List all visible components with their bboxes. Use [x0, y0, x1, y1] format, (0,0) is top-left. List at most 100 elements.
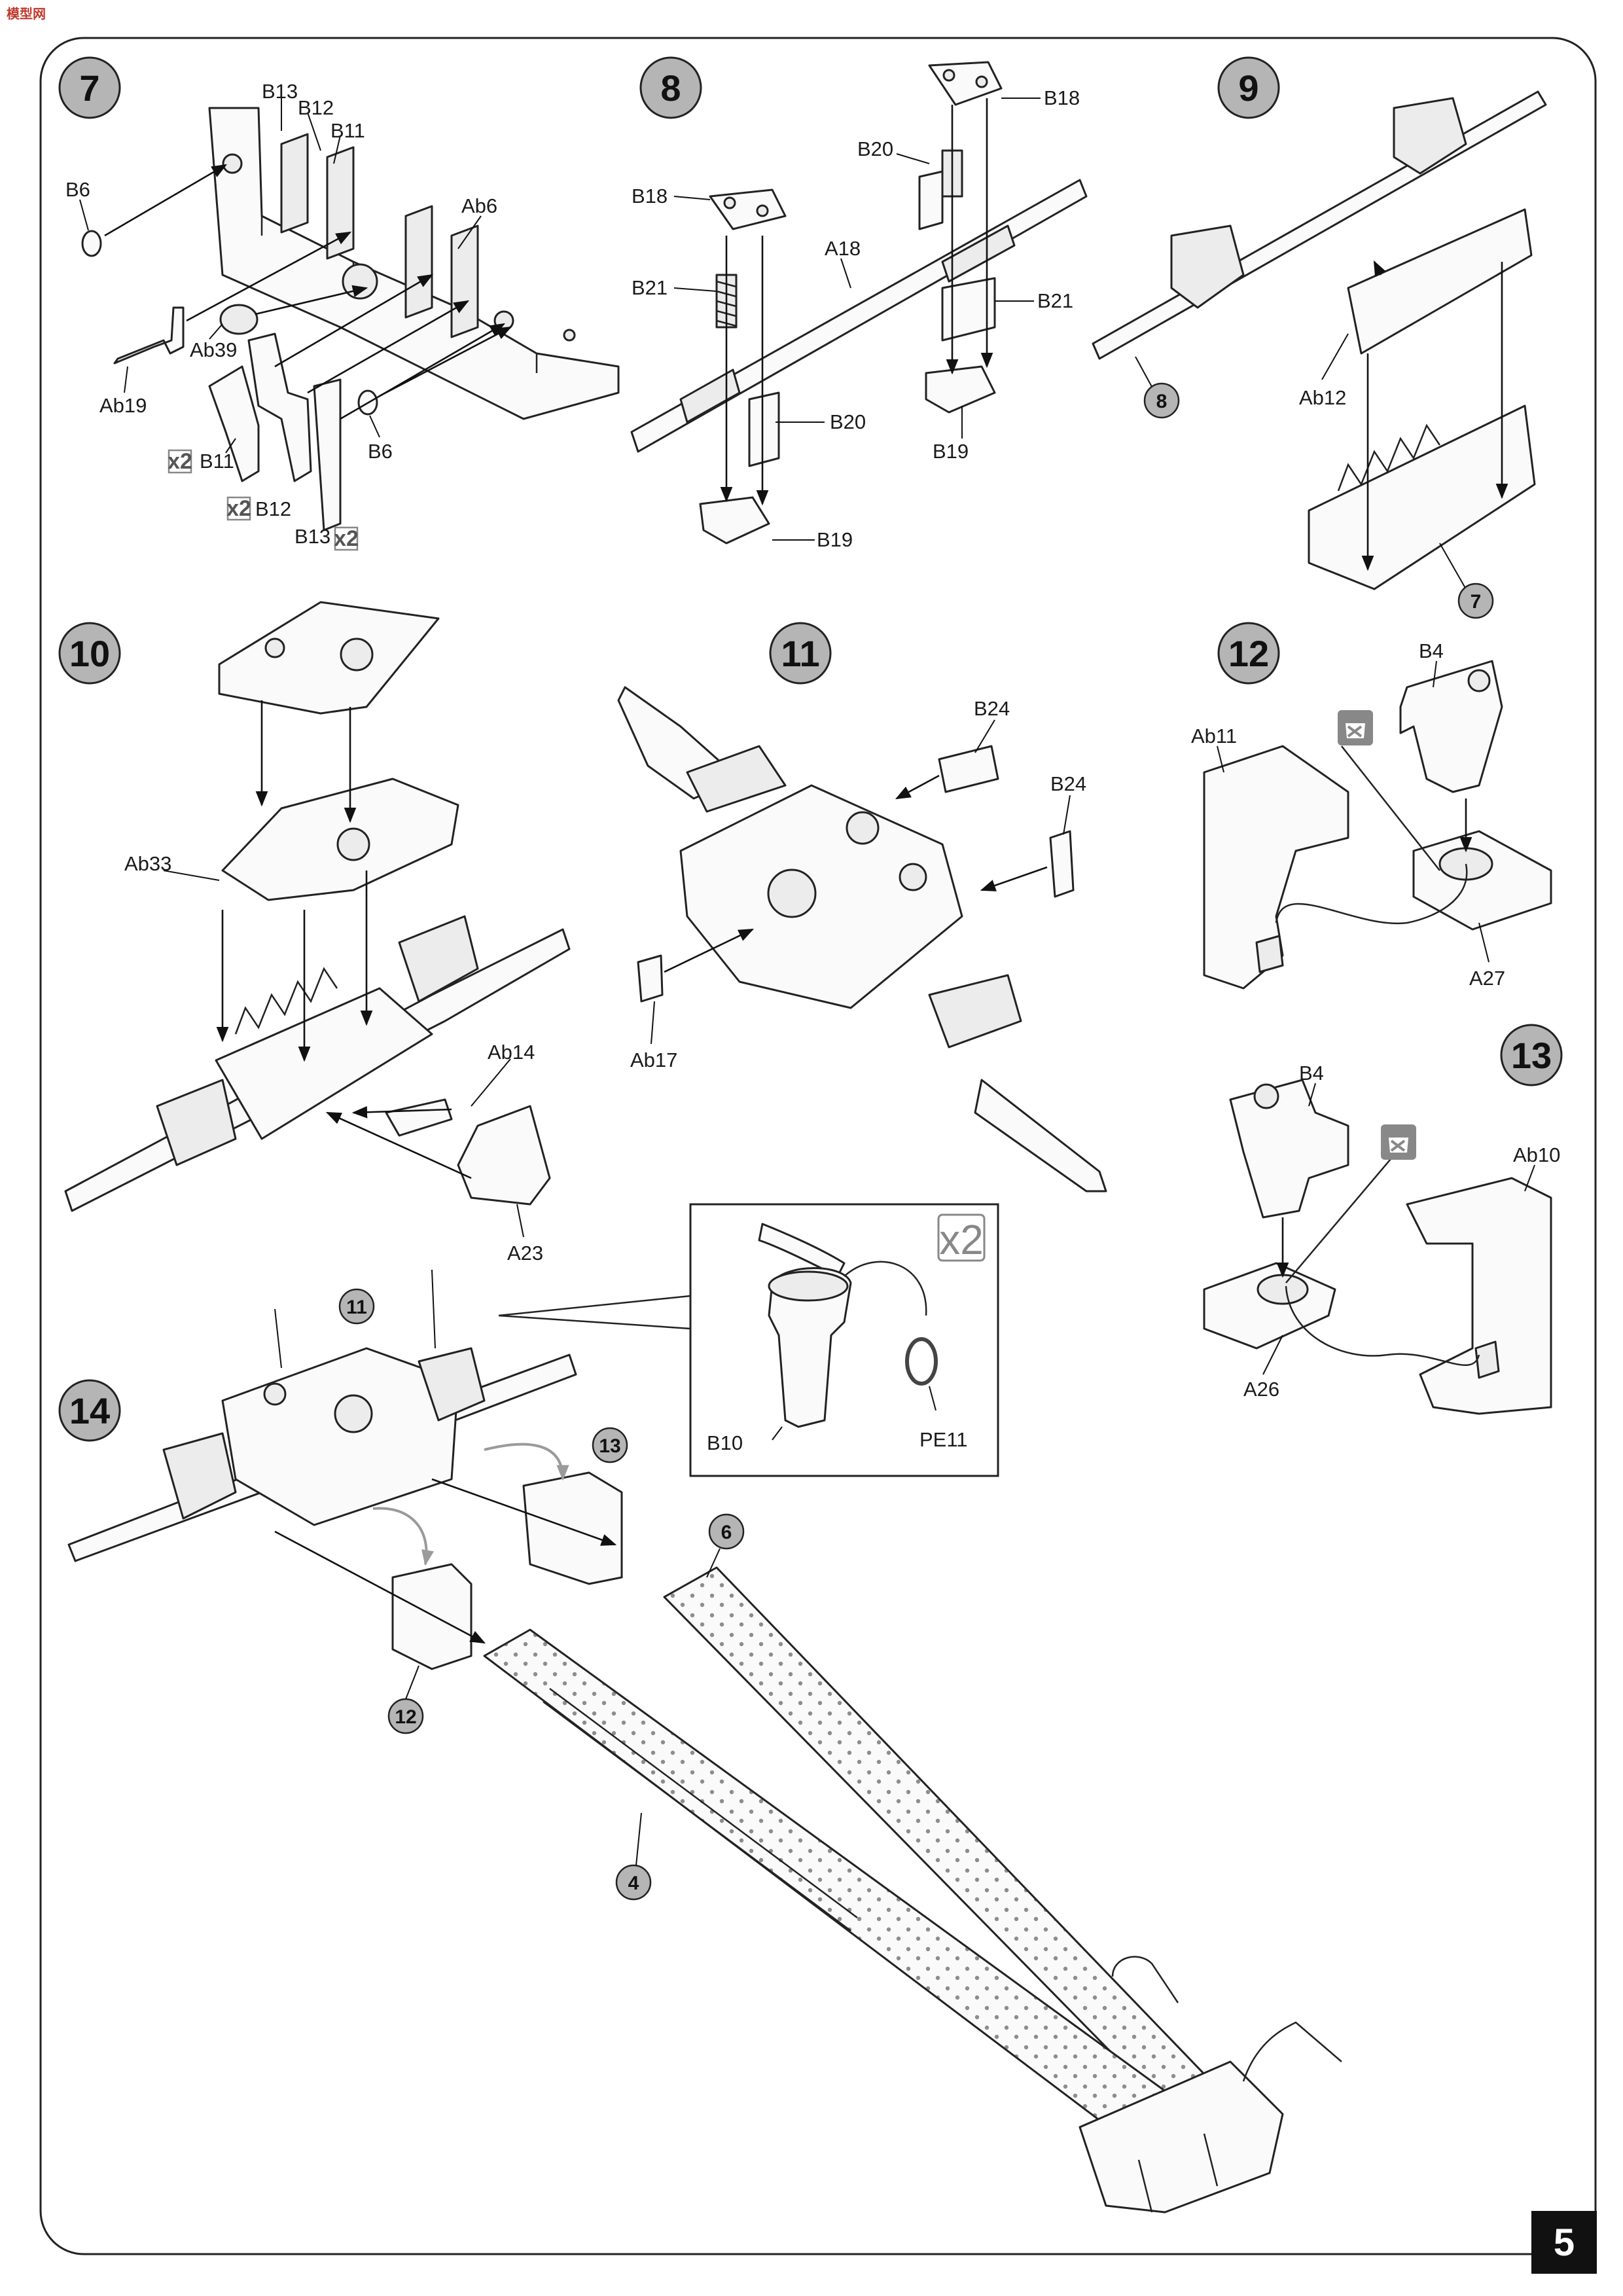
part-b24: [938, 745, 999, 793]
label-b19: B19: [933, 440, 969, 463]
step-number: 13: [1511, 1035, 1552, 1076]
label-ab14: Ab14: [488, 1041, 535, 1064]
svg-text:6: 6: [721, 1522, 732, 1543]
step-number-badge: [1217, 622, 1280, 685]
part-ab19: [113, 306, 185, 365]
label-b21: B21: [1037, 289, 1073, 312]
step-8: 8: [630, 56, 1088, 551]
step-number: 11: [781, 633, 819, 674]
part-ab10: [1406, 1177, 1552, 1415]
svg-text:8: 8: [1156, 391, 1168, 412]
step-reference-badge: 12: [387, 1698, 424, 1734]
part-b24: [1049, 830, 1075, 898]
quantity-badge: x2: [226, 496, 251, 521]
quantity-badge: x2: [334, 526, 359, 551]
step-number-badge: [1500, 1024, 1563, 1086]
step-reference-badge: 11: [338, 1288, 375, 1325]
part-b21: [941, 277, 996, 342]
frame-assembly-7: [1308, 404, 1536, 590]
step-14: 14 11 13 12: [58, 1269, 1342, 2214]
frame-body: [215, 987, 433, 1140]
part-b19: [699, 496, 770, 545]
label-b6: B6: [65, 178, 90, 201]
part-b19: [925, 365, 996, 414]
step-reference-badge: 7: [1457, 583, 1494, 619]
step-number: 7: [79, 67, 99, 109]
brand-text: 模型网: [7, 6, 46, 22]
brand-logo: 模型网: [5, 5, 46, 22]
label-b20: B20: [830, 410, 866, 433]
part-b11: [208, 365, 260, 482]
label-b18: B18: [1044, 86, 1080, 109]
part-pe11: [905, 1337, 938, 1386]
turntable-assembly: [679, 784, 963, 1009]
label-b20: B20: [857, 137, 893, 160]
step-number-badge: [58, 1379, 121, 1442]
step-number-badge: [58, 56, 121, 119]
step-number-badge: [639, 56, 702, 119]
step-reference-badge: 13: [592, 1427, 628, 1463]
step-11: 11 B24 B24 Ab17: [617, 622, 1107, 1193]
part-ab11: [1203, 745, 1349, 990]
label-ab33: Ab33: [124, 852, 171, 875]
label-b12: B12: [255, 497, 291, 520]
label-b11: B11: [200, 450, 234, 473]
part-b18: [928, 61, 1003, 106]
label-a26: A26: [1243, 1378, 1279, 1401]
detail-inset: x2 B10 PE11: [498, 1203, 999, 1477]
label-b18: B18: [632, 185, 668, 207]
label-ab17: Ab17: [630, 1049, 677, 1071]
step-number: 8: [660, 67, 681, 109]
label-a27: A27: [1469, 967, 1505, 990]
label-ab10: Ab10: [1513, 1143, 1560, 1166]
step-reference-badge: 6: [708, 1513, 745, 1550]
label-a23: A23: [507, 1242, 543, 1265]
page-number: 5: [1531, 2211, 1597, 2274]
quantity-badge: x2: [937, 1213, 986, 1263]
step-number: 14: [69, 1390, 110, 1431]
svg-text:x2: x2: [334, 526, 359, 551]
label-ab39: Ab39: [190, 338, 237, 361]
no-glue-icon: [1338, 710, 1373, 745]
label-ab6: Ab6: [461, 194, 497, 217]
step-reference-badge: 8: [1143, 382, 1180, 419]
label-b24: B24: [1050, 772, 1086, 795]
label-ab11: Ab11: [1191, 725, 1237, 747]
axle-end: [974, 1079, 1107, 1193]
label-a18: A18: [825, 237, 861, 260]
label-b10: B10: [707, 1431, 743, 1454]
step-13: 13 B4 Ab10 A26: [1203, 1024, 1563, 1415]
part-b13: [313, 378, 342, 531]
step-12: 12 B4 Ab11 A27: [1191, 622, 1552, 990]
svg-text:12: 12: [395, 1706, 416, 1728]
label-b4: B4: [1299, 1062, 1324, 1085]
label-b19: B19: [817, 528, 853, 551]
step-number: 10: [69, 633, 110, 674]
trail-spade: [1079, 2060, 1284, 2214]
page-frame: [39, 37, 1597, 2255]
step-number-badge: [58, 622, 121, 685]
bracket-12: [391, 1563, 473, 1670]
turret-plate: [218, 601, 440, 715]
step-7: 7: [58, 56, 620, 551]
svg-text:4: 4: [628, 1873, 639, 1894]
label-b13: B13: [294, 525, 330, 548]
step-number-badge: [1217, 56, 1280, 119]
part-b18: [709, 188, 787, 230]
svg-text:5: 5: [1554, 2221, 1575, 2264]
step-number: 12: [1228, 633, 1269, 674]
part-b4: [1229, 1079, 1349, 1219]
label-ab19: Ab19: [99, 394, 147, 417]
part-ab14: [385, 1098, 453, 1137]
bracket-13: [522, 1471, 623, 1585]
no-glue-icon: [1381, 1124, 1416, 1160]
label-b13: B13: [262, 80, 298, 103]
label-pe11: PE11: [919, 1428, 968, 1451]
part-a26: [1203, 1262, 1336, 1350]
svg-text:13: 13: [599, 1435, 620, 1457]
step-9: 9 Ab12 8 7: [1092, 56, 1547, 619]
svg-text:11: 11: [346, 1297, 367, 1318]
part-ab12: [1347, 208, 1533, 355]
label-b12: B12: [298, 96, 334, 119]
